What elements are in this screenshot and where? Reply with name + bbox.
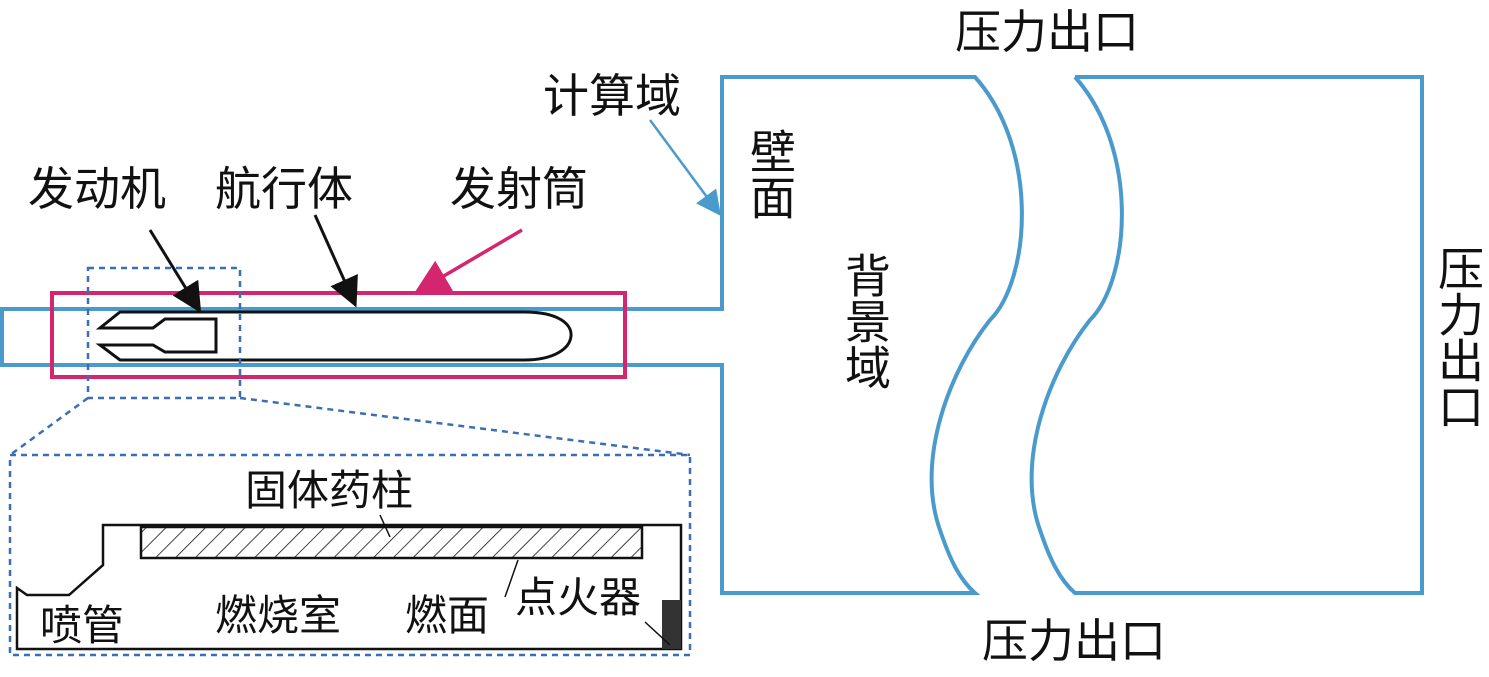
nozzle-label: 喷管 [40,601,124,650]
engine-label: 发动机 [28,162,166,216]
engine-arrow [148,229,202,314]
grain-leader-line [379,514,391,538]
wall-label: 壁面 [743,128,797,220]
computational-domain-label: 计算域 [543,69,681,123]
solid-grain-hatch [139,525,644,560]
burning-surface-leader-line [504,559,519,598]
computational-domain-boundary [0,75,1024,595]
vehicle-arrow [313,214,358,308]
vehicle-outline [95,310,573,362]
background-domain-right-boundary [1029,75,1424,595]
background-domain-label: 背景域 [838,252,892,390]
igniter-block [662,600,681,649]
launch-tube-label: 发射筒 [450,162,588,216]
engine-zoom-box [86,266,242,400]
igniter-label: 点火器 [515,573,641,622]
engine-casing-outline [15,523,683,651]
zoom-connector-right [239,396,691,457]
vehicle-label: 航行体 [215,162,353,216]
pressure-outlet-bottom-label: 压力出口 [982,614,1166,668]
combustion-chamber-label: 燃烧室 [215,591,341,640]
zoom-connector-left [9,396,89,457]
pressure-outlet-top-label: 压力出口 [955,5,1139,59]
launch-tube-arrow [413,228,523,294]
igniter-leader-line [644,621,671,646]
domain-arrow [648,119,721,217]
pressure-outlet-right-label: 压力出口 [1431,245,1485,429]
solid-grain-label: 固体药柱 [245,466,413,515]
burning-surface-label: 燃面 [405,591,489,640]
